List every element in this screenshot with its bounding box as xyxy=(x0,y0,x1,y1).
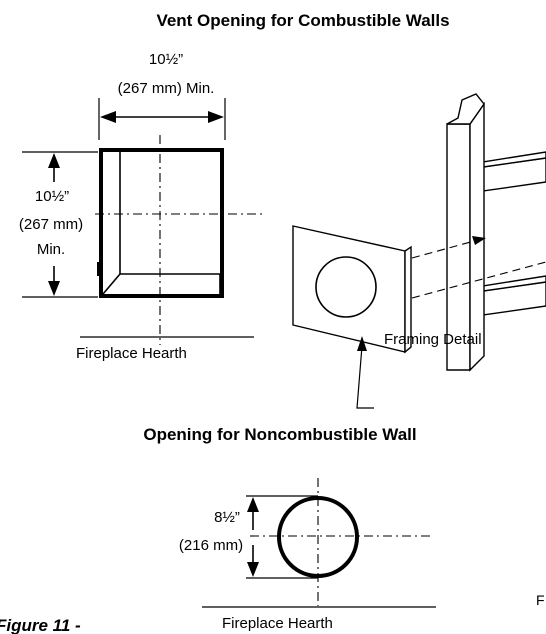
round-dimension-value: 8½” xyxy=(214,509,240,526)
framing-callout-leader xyxy=(356,336,374,409)
width-dimension-line xyxy=(98,98,226,140)
framing-detail-label: Framing Detail xyxy=(384,331,482,348)
noncombustible-wall-title: Opening for Noncombustible Wall xyxy=(143,425,416,444)
height-dimension-mm: (267 mm) xyxy=(19,216,83,233)
height-dimension-suffix: Min. xyxy=(37,241,65,258)
combustible-walls-title: Vent Opening for Combustible Walls xyxy=(156,11,449,30)
round-dimension-mm: (216 mm) xyxy=(179,537,243,554)
figure-caption: Figure 11 - xyxy=(0,616,81,634)
framing-detail xyxy=(292,93,546,372)
hearth-label-bottom: Fireplace Hearth xyxy=(222,615,333,632)
width-dimension-value: 10½” xyxy=(149,51,183,68)
corner-letter: F xyxy=(536,592,545,608)
square-vent-opening xyxy=(97,148,224,298)
hearth-label-top: Fireplace Hearth xyxy=(76,345,187,362)
round-dimension-line xyxy=(246,495,318,579)
height-dimension-value: 10½” xyxy=(35,188,69,205)
height-dimension-line xyxy=(22,151,98,298)
width-dimension-mm: (267 mm) Min. xyxy=(118,80,215,97)
